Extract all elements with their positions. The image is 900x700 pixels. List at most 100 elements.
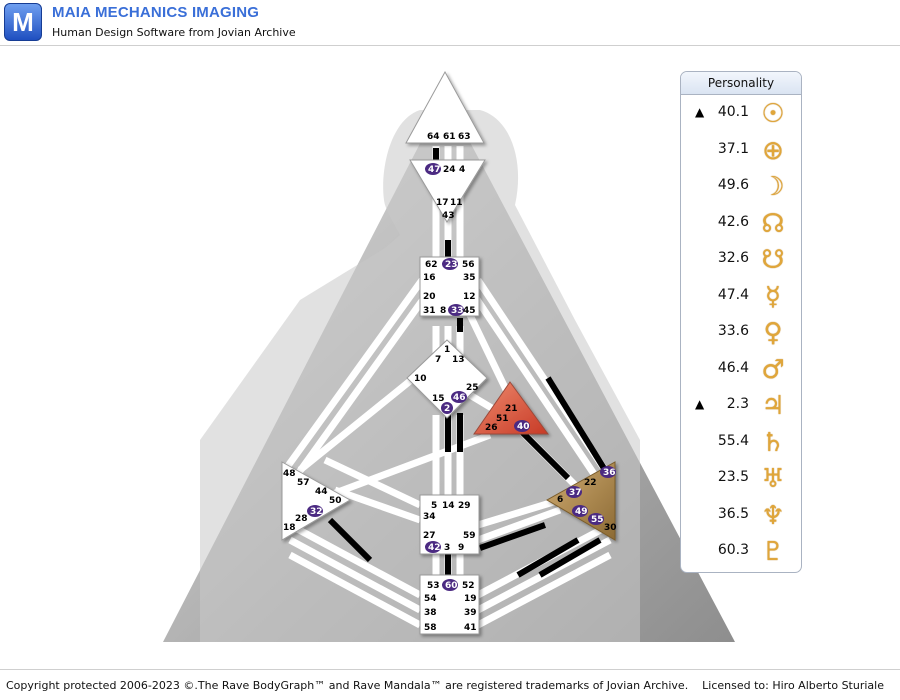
gate-27: 27	[423, 531, 436, 541]
gate-12: 12	[463, 292, 476, 302]
gate-58: 58	[424, 623, 437, 633]
gate-62: 62	[425, 260, 438, 270]
gate-55: 55	[591, 515, 604, 525]
head-center	[405, 70, 485, 144]
gate-5: 5	[431, 501, 437, 511]
personality-row: ▲ 2.3 ♃	[681, 389, 801, 425]
g-center	[406, 339, 488, 419]
gate-26: 26	[485, 423, 498, 433]
gate-60: 60	[445, 581, 458, 591]
gate-3: 3	[444, 543, 450, 553]
south-node-icon: ☋	[761, 245, 785, 275]
saturn-icon: ♄	[761, 427, 785, 458]
gate-15: 15	[432, 394, 445, 404]
personality-row: 60.3 ♇	[681, 535, 801, 571]
gate-39: 39	[464, 608, 477, 618]
activation-arrow: ▲	[695, 397, 705, 411]
gate-32: 32	[310, 507, 323, 517]
gate-53: 53	[427, 581, 440, 591]
gate-22: 22	[584, 478, 597, 488]
gate-23: 23	[445, 260, 458, 270]
activation-value: 47.4	[717, 286, 749, 303]
jupiter-icon: ♃	[761, 391, 785, 421]
activation-value: 36.5	[717, 505, 749, 522]
gate-24: 24	[443, 165, 456, 175]
earth-icon: ⊕	[762, 135, 784, 166]
gate-4: 4	[459, 165, 465, 175]
personality-row: 55.4 ♄	[681, 426, 801, 462]
gate-1: 1	[444, 345, 450, 355]
gate-16: 16	[423, 273, 436, 283]
pluto-icon: ♇	[761, 537, 785, 567]
gate-10: 10	[414, 374, 427, 384]
gate-20: 20	[423, 292, 436, 302]
personality-row: 46.4 ♂	[681, 353, 801, 389]
gate-17: 17	[436, 198, 449, 208]
gate-34: 34	[423, 512, 436, 522]
sun-icon: ☉	[761, 99, 785, 129]
spleen-center	[281, 461, 352, 541]
gate-59: 59	[463, 531, 476, 541]
gate-30: 30	[604, 523, 617, 533]
gate-18: 18	[283, 523, 296, 533]
gate-48: 48	[283, 469, 296, 479]
bodygraph-chart: 64 61 63 47 24 4 17 11 43 62 23 56 16 35…	[163, 70, 735, 642]
gate-64: 64	[427, 132, 440, 142]
app-header: M MAIA MECHANICS IMAGING Human Design So…	[0, 0, 900, 46]
gate-49: 49	[575, 507, 588, 517]
gate-29: 29	[458, 501, 471, 511]
activation-value: 46.4	[717, 359, 749, 376]
gate-43: 43	[442, 211, 455, 221]
gate-50: 50	[329, 496, 342, 506]
gate-19: 19	[464, 594, 477, 604]
license-text: Licensed to: Hiro Alberto Sturiale	[702, 679, 884, 692]
gate-61: 61	[443, 132, 456, 142]
personality-row: 42.6 ☊	[681, 207, 801, 243]
gate-51: 51	[496, 414, 509, 424]
heart-center	[473, 381, 549, 435]
activation-value: 60.3	[717, 542, 749, 558]
moon-icon: ☽	[761, 172, 785, 202]
gate-2: 2	[444, 404, 450, 414]
personality-row: 36.5 ♆	[681, 499, 801, 535]
gate-57: 57	[297, 478, 310, 488]
gate-6: 6	[557, 495, 563, 505]
gate-45: 45	[463, 306, 476, 316]
gate-44: 44	[315, 487, 328, 497]
brand-title: MAIA MECHANICS IMAGING	[52, 4, 260, 21]
activation-value: 42.6	[717, 213, 749, 230]
gate-36: 36	[603, 468, 616, 478]
activation-value: 55.4	[717, 432, 749, 449]
app-logo: M	[4, 3, 42, 41]
gate-8: 8	[440, 306, 446, 316]
gate-38: 38	[424, 608, 437, 618]
activated-gates	[307, 163, 616, 591]
neptune-icon: ♆	[761, 500, 785, 531]
gate-52: 52	[462, 581, 475, 591]
gate-25: 25	[466, 383, 479, 393]
gate-47: 47	[428, 165, 441, 175]
activation-value: 2.3	[726, 396, 749, 412]
gate-14: 14	[442, 501, 455, 511]
gate-35: 35	[463, 273, 476, 283]
personality-row: 33.6♀	[681, 316, 801, 352]
personality-row: 37.1⊕	[681, 134, 801, 170]
personality-row: 47.4☿	[681, 280, 801, 316]
gate-63: 63	[458, 132, 471, 142]
gate-56: 56	[462, 260, 475, 270]
mars-icon: ♂	[761, 354, 785, 385]
venus-icon: ♀	[763, 318, 783, 348]
activation-arrow: ▲	[695, 105, 705, 119]
copyright-text: Copyright protected 2006-2023 ©.The Rave…	[6, 679, 689, 692]
gate-21: 21	[505, 404, 518, 414]
personality-row: 49.6 ☽	[681, 170, 801, 206]
gate-33: 33	[451, 306, 464, 316]
north-node-icon: ☊	[761, 208, 785, 239]
gate-46: 46	[453, 393, 466, 403]
brand-tagline: Human Design Software from Jovian Archiv…	[52, 26, 296, 39]
gate-40: 40	[517, 422, 530, 432]
personality-panel: Personality ▲40.1☉37.1⊕49.6☽42.6☊32.6☋47…	[680, 71, 802, 573]
activation-value: 49.6	[717, 177, 749, 193]
activation-value: 23.5	[717, 469, 749, 485]
gate-9: 9	[458, 543, 464, 553]
